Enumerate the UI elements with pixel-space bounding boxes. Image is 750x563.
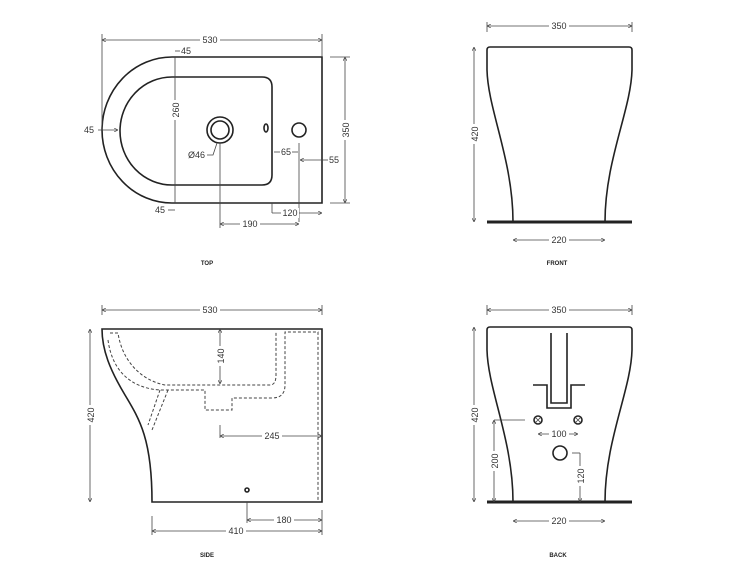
back-outlet-hole [552, 445, 568, 461]
dim-top-hole-to-tap: 190 [242, 219, 257, 229]
top-outline [101, 56, 323, 204]
dim-side-base-length: 410 [228, 526, 243, 536]
dim-top-length: 530 [202, 35, 217, 45]
dim-top-back-offset: 120 [282, 208, 297, 218]
drain-hole-inner [210, 120, 230, 140]
dim-top-rim-top: 45 [181, 46, 191, 56]
dim-top-hole-diameter: Ø46 [188, 150, 205, 160]
dim-top-bowl-width: 260 [171, 102, 181, 117]
view-label-front: FRONT [547, 261, 568, 267]
front-view: 350 420 220 FRONT [469, 21, 633, 267]
dim-side-outlet-to-back: 245 [264, 431, 279, 441]
back-outlet-channel [533, 333, 585, 409]
tap-hole [291, 122, 307, 138]
dim-back-base-width: 220 [551, 516, 566, 526]
view-label-back: BACK [549, 553, 567, 559]
dim-back-width: 350 [551, 305, 566, 315]
dim-front-height: 420 [470, 126, 480, 141]
dim-front-width: 350 [551, 21, 566, 31]
top-bowl [119, 76, 273, 186]
dim-top-rim-left: 45 [84, 125, 94, 135]
back-outline [486, 326, 633, 503]
dim-top-tap-to-bowl: 65 [281, 147, 291, 157]
back-view: 350 420 200 100 120 220 BACK [469, 305, 633, 559]
dim-back-fixing-spacing: 100 [551, 429, 566, 439]
dim-side-fixing-to-back: 180 [276, 515, 291, 525]
dim-top-width: 350 [341, 122, 351, 137]
water-inlet-icon [533, 415, 543, 425]
dim-side-bowl-depth: 140 [216, 348, 226, 363]
overflow-slot [263, 123, 269, 133]
side-hidden-bowl [107, 331, 319, 502]
dim-back-outlet-height: 120 [576, 468, 586, 483]
top-view: 530 350 260 45 45 45 Ø46 65 55 120 190 T… [84, 34, 351, 267]
dim-side-length: 530 [202, 305, 217, 315]
side-fixing-point [244, 487, 250, 493]
side-view: 530 420 140 245 180 410 SIDE [85, 305, 323, 559]
dim-back-height: 420 [470, 407, 480, 422]
dim-front-base-width: 220 [551, 235, 566, 245]
view-label-top: TOP [201, 261, 213, 267]
front-outline [486, 46, 633, 223]
dim-top-rim-bottom: 45 [155, 205, 165, 215]
view-label-side: SIDE [200, 553, 214, 559]
water-inlet-icon [573, 415, 583, 425]
dim-back-inlet-height: 200 [490, 453, 500, 468]
dim-side-height: 420 [86, 407, 96, 422]
dim-top-tap-to-back: 55 [329, 155, 339, 165]
side-outline [101, 328, 323, 503]
